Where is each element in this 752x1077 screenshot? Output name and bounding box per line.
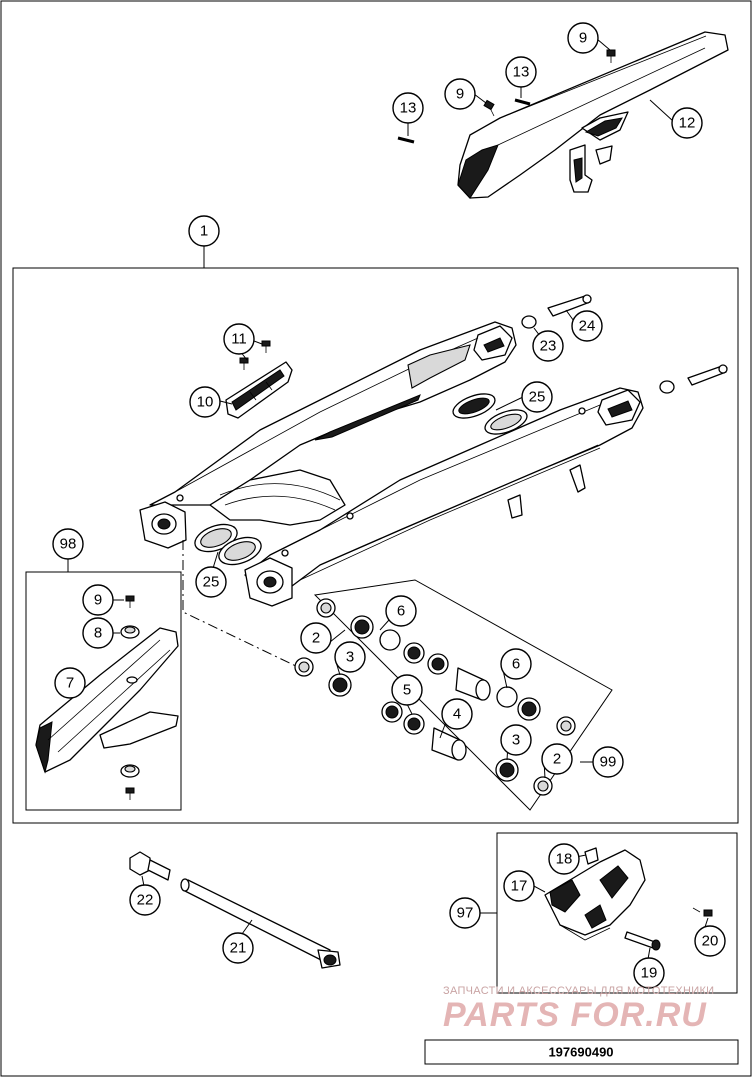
document-number: 197690490 xyxy=(548,1045,613,1060)
callout-6-right: 6 xyxy=(500,648,532,680)
callout-17: 17 xyxy=(503,870,535,902)
callout-2-right: 2 xyxy=(541,743,573,775)
bearing-kit-outline xyxy=(313,579,613,811)
watermark-logo: PARTS FOR.RU xyxy=(443,996,707,1034)
callout-7: 7 xyxy=(54,667,86,699)
svg-text:7: 7 xyxy=(66,675,74,692)
svg-text:23: 23 xyxy=(540,338,557,355)
svg-text:4: 4 xyxy=(453,706,461,723)
callout-22: 22 xyxy=(129,884,161,916)
callout-1: 1 xyxy=(188,215,220,247)
svg-text:9: 9 xyxy=(579,30,587,47)
pivot-axis-line xyxy=(182,540,301,669)
callout-20: 20 xyxy=(694,925,726,957)
bearing-parts-lower-row xyxy=(294,657,553,796)
adjuster-24 xyxy=(547,294,728,386)
seal-25-left xyxy=(194,523,262,566)
callout-4: 4 xyxy=(441,698,473,730)
svg-text:2: 2 xyxy=(312,630,320,647)
bearing-parts-upper-row xyxy=(316,598,576,736)
svg-text:1: 1 xyxy=(200,223,208,240)
bolt-22 xyxy=(129,851,171,881)
callout-25-left: 25 xyxy=(195,566,227,598)
chain-slider-7 xyxy=(35,627,179,774)
callout-3-left: 3 xyxy=(334,641,366,673)
svg-text:3: 3 xyxy=(346,649,354,666)
callout-2-left: 2 xyxy=(300,622,332,654)
callout-9-mid: 9 xyxy=(444,78,476,110)
seal-25-right xyxy=(452,393,528,435)
nut-18 xyxy=(584,847,599,865)
callout-98: 98 xyxy=(52,528,84,560)
svg-text:10: 10 xyxy=(197,394,214,411)
callout-24: 24 xyxy=(571,310,603,342)
chain-guard xyxy=(457,31,729,199)
svg-text:8: 8 xyxy=(94,625,102,642)
chain-slider-10 xyxy=(225,361,293,419)
svg-text:98: 98 xyxy=(60,536,77,553)
svg-text:5: 5 xyxy=(403,682,411,699)
callout-13-top: 13 xyxy=(505,56,537,88)
callout-21: 21 xyxy=(222,932,254,964)
callout-18: 18 xyxy=(548,843,580,875)
callout-12: 12 xyxy=(671,107,703,139)
svg-text:19: 19 xyxy=(641,965,658,982)
swingarm xyxy=(139,321,644,607)
svg-text:6: 6 xyxy=(397,603,405,620)
pin-13-b xyxy=(397,136,415,144)
svg-text:9: 9 xyxy=(456,86,464,103)
callout-99: 99 xyxy=(592,746,624,778)
svg-text:13: 13 xyxy=(513,64,530,81)
callout-9-top: 9 xyxy=(567,22,599,54)
svg-text:9: 9 xyxy=(94,592,102,609)
watermark-subtitle: ЗАПЧАСТИ И АКСЕССУАРЫ ДЛЯ МОТОТЕХНИКИ xyxy=(443,985,714,997)
chain-guide-17 xyxy=(544,849,646,941)
screw-19 xyxy=(624,931,661,951)
svg-text:13: 13 xyxy=(400,100,417,117)
svg-text:99: 99 xyxy=(600,754,617,771)
svg-text:12: 12 xyxy=(679,115,696,132)
screw-20 xyxy=(692,907,713,917)
callout-3-right: 3 xyxy=(500,724,532,756)
svg-text:25: 25 xyxy=(203,574,220,591)
screw-9-guard-a xyxy=(606,49,616,63)
callout-10: 10 xyxy=(189,386,221,418)
svg-text:3: 3 xyxy=(512,732,520,749)
callout-19: 19 xyxy=(633,957,665,989)
screw-9-kit xyxy=(125,595,135,800)
washer-8 xyxy=(120,625,140,778)
callout-13-left: 13 xyxy=(392,92,424,124)
svg-text:18: 18 xyxy=(556,851,573,868)
pivot-axle-21 xyxy=(180,878,341,969)
nut-23 xyxy=(521,315,675,394)
svg-text:97: 97 xyxy=(457,905,474,922)
svg-text:25: 25 xyxy=(529,389,546,406)
callout-25-right: 25 xyxy=(521,381,553,413)
callout-97: 97 xyxy=(449,897,481,929)
svg-text:11: 11 xyxy=(231,331,247,348)
document-number-box xyxy=(424,1039,739,1065)
svg-text:24: 24 xyxy=(579,318,596,335)
pin-13-a xyxy=(514,98,531,106)
callout-9-kit: 9 xyxy=(82,584,114,616)
callout-6-top: 6 xyxy=(385,595,417,627)
chain-slider-kit-box xyxy=(25,571,182,811)
svg-text:17: 17 xyxy=(511,878,528,895)
screw-11 xyxy=(239,340,271,370)
svg-text:20: 20 xyxy=(702,933,719,950)
callout-23: 23 xyxy=(532,330,564,362)
swingarm-assembly-box xyxy=(12,267,739,824)
svg-text:22: 22 xyxy=(137,892,154,909)
callout-11: 11 xyxy=(223,323,255,355)
callout-8: 8 xyxy=(82,617,114,649)
callout-5: 5 xyxy=(391,674,423,706)
svg-text:6: 6 xyxy=(512,656,520,673)
svg-text:21: 21 xyxy=(230,940,247,957)
svg-text:2: 2 xyxy=(553,751,561,768)
